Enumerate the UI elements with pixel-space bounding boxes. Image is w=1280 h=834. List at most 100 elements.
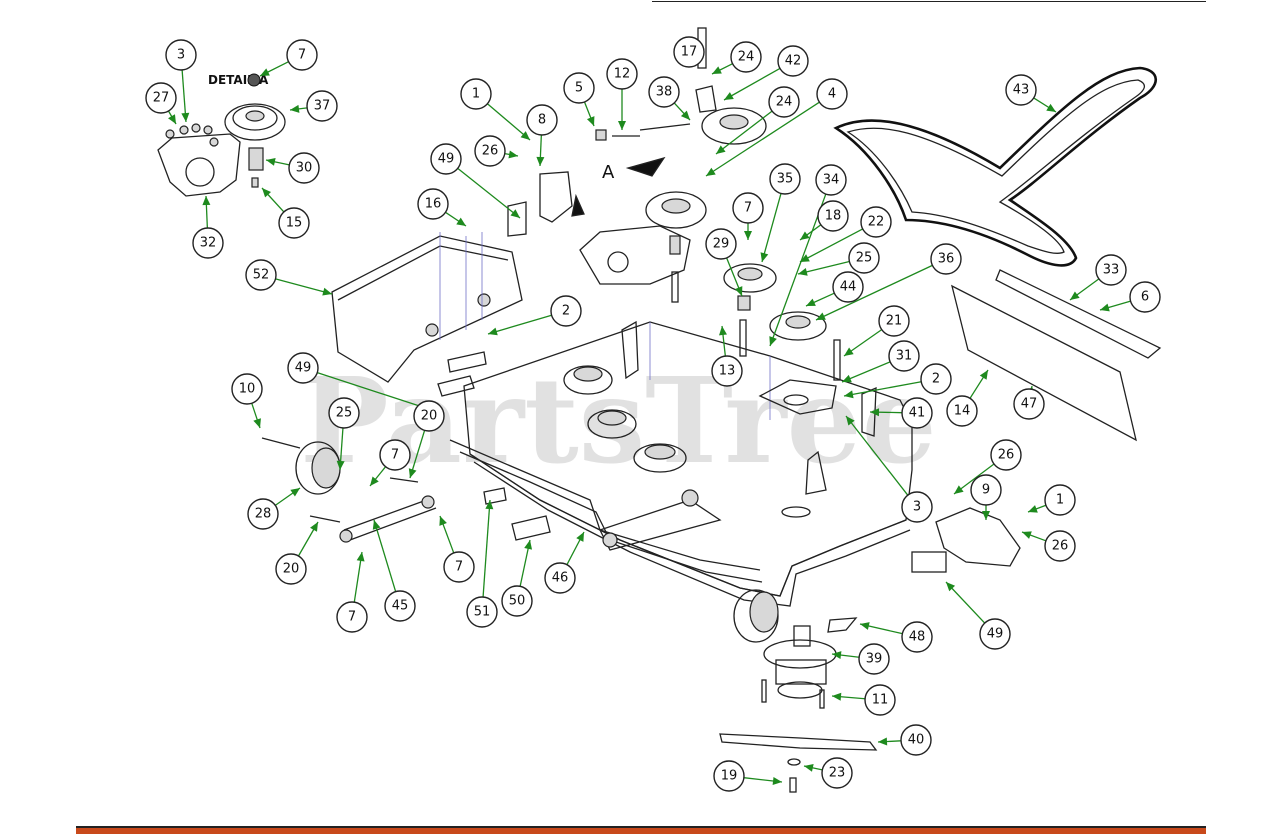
callout-arrowhead: [804, 763, 814, 772]
callout-arrowhead: [680, 110, 690, 120]
callout-arrowhead: [262, 188, 272, 198]
callout-circle: [817, 200, 849, 232]
callout-circle: [192, 227, 224, 259]
callout-circle: [247, 498, 279, 530]
callout-circle: [990, 439, 1022, 471]
callout-arrowhead: [253, 418, 261, 428]
callout-circle: [815, 164, 847, 196]
callout-arrowhead: [844, 347, 854, 356]
callout-number: 51: [474, 605, 491, 620]
callout-number: 17: [681, 45, 698, 60]
callout-number: 49: [295, 361, 312, 376]
callout-number: 18: [825, 209, 842, 224]
callout-arrowhead: [1046, 103, 1056, 112]
callout-number: 49: [987, 627, 1004, 642]
callout-circle: [1044, 484, 1076, 516]
callout-number: 7: [455, 560, 463, 575]
callout-arrowhead: [408, 468, 417, 478]
callout-number: 16: [425, 197, 442, 212]
callout-number: 14: [954, 404, 971, 419]
callout-number: 3: [177, 48, 185, 63]
callout-circle: [860, 206, 892, 238]
callout-circle: [336, 601, 368, 633]
callout-number: 45: [392, 599, 409, 614]
callout-number: 36: [938, 252, 955, 267]
callout-circle: [526, 104, 558, 136]
callout-arrowhead: [816, 312, 826, 320]
callout-circle: [900, 724, 932, 756]
callout-arrowhead: [508, 150, 518, 159]
callout-number: 8: [538, 113, 546, 128]
callout-number: 7: [298, 48, 306, 63]
callout-circle: [816, 78, 848, 110]
callout-number: 42: [785, 54, 802, 69]
callout-circle: [832, 271, 864, 303]
callout-circle: [711, 355, 743, 387]
callout-circle: [379, 439, 411, 471]
callout-number: 7: [744, 201, 752, 216]
callout-circle: [1095, 254, 1127, 286]
callout-arrowhead: [322, 287, 332, 296]
callout-leader: [845, 415, 909, 496]
callout-circle: [713, 760, 745, 792]
callout-arrowhead: [181, 112, 190, 122]
callout-number: 6: [1141, 290, 1149, 305]
callout-circle: [563, 72, 595, 104]
callout-number: 24: [738, 50, 755, 65]
callout-arrowhead: [800, 231, 810, 240]
callout-number: 29: [713, 237, 730, 252]
callout-number: 23: [829, 766, 846, 781]
callout-number: 5: [575, 81, 583, 96]
callout-circle: [501, 585, 533, 617]
callout-circle: [946, 395, 978, 427]
callout-arrowhead: [870, 408, 880, 417]
callout-number: 41: [909, 406, 926, 421]
callout-circle: [460, 78, 492, 110]
drive-belt: [833, 66, 1158, 267]
callout-arrowhead: [846, 416, 855, 426]
callout-number: 15: [286, 216, 303, 231]
callout-leader: [715, 110, 773, 155]
callout-circle: [413, 400, 445, 432]
callout-number: 13: [719, 364, 736, 379]
callout-arrowhead: [266, 157, 276, 166]
callout-leader: [769, 193, 827, 347]
callout-arrowhead: [719, 326, 727, 336]
callout-circle: [673, 36, 705, 68]
callout-arrowhead: [878, 737, 888, 746]
callout-arrowhead: [954, 485, 964, 494]
callout-arrowhead: [439, 516, 447, 526]
callout-circle: [920, 363, 952, 395]
callout-number: 46: [552, 571, 569, 586]
callout-leader: [457, 167, 521, 219]
callout-circle: [848, 242, 880, 274]
callout-circle: [1013, 388, 1045, 420]
callout-circle: [443, 551, 475, 583]
callout-circle: [979, 618, 1011, 650]
callout-arrowhead: [724, 92, 734, 100]
callout-number: 2: [932, 372, 940, 387]
callout-arrowhead: [1100, 303, 1110, 312]
callout-number: 48: [909, 630, 926, 645]
callout-number: 1: [1056, 493, 1064, 508]
callout-arrowhead: [832, 692, 842, 701]
callout-number: 26: [998, 448, 1015, 463]
callout-number: 3: [913, 500, 921, 515]
left-belt-shield: [331, 232, 523, 383]
callout-circle: [145, 82, 177, 114]
callout-circle: [288, 152, 320, 184]
callout-leader: [761, 193, 782, 263]
callout-arrowhead: [618, 121, 626, 130]
callout-leader: [799, 228, 864, 263]
callout-circle: [328, 397, 360, 429]
callout-number: 43: [1013, 83, 1030, 98]
callout-arrowhead: [806, 298, 816, 306]
callout-number: 12: [614, 67, 631, 82]
callout-number: 24: [776, 95, 793, 110]
callout-circle: [384, 590, 416, 622]
callout-arrowhead: [488, 327, 498, 336]
callout-number: 39: [866, 652, 883, 667]
callout-number: 33: [1103, 263, 1120, 278]
